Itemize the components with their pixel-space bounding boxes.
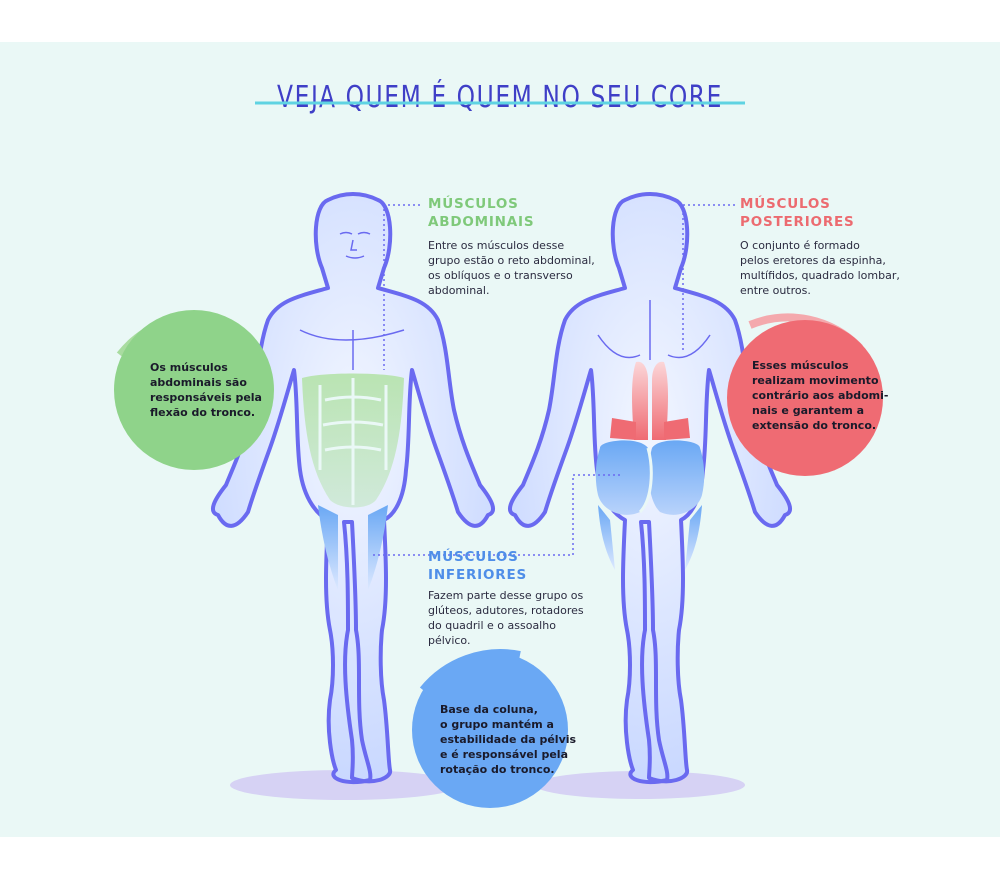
abdominal-bubble-line: abdominais são [150, 376, 247, 389]
inferior-leader-line-back [420, 474, 620, 556]
inferior-description-line: Fazem parte desse grupo os [428, 589, 584, 602]
posterior-bubble-line: contrário aos abdomi- [752, 389, 889, 402]
abdominal-heading-line2: ABDOMINAIS [428, 214, 535, 230]
abdominal-leader-line [383, 204, 420, 370]
inferior-heading-line1: MÚSCULOS [428, 549, 519, 565]
inferior-description: Fazem parte desse grupo os glúteos, adut… [428, 588, 584, 648]
back-figure-shadow [535, 771, 745, 799]
inferior-bubble-line: o grupo mantém a [440, 718, 554, 731]
abdominal-bubble-line: responsáveis pela [150, 391, 262, 404]
posterior-heading: MÚSCULOS POSTERIORES [740, 195, 855, 231]
abdominal-bubble-line: flexão do tronco. [150, 406, 256, 419]
leader-lines [370, 204, 735, 556]
inferior-description-line: glúteos, adutores, rotadores [428, 604, 584, 617]
inferior-bubble-line: rotação do tronco. [440, 763, 555, 776]
posterior-bubble-text: Esses músculos realizam movimento contrá… [752, 358, 888, 433]
abdominal-description: Entre os músculos desse grupo estão o re… [428, 238, 595, 298]
posterior-description-line: pelos eretores da espinha, [740, 254, 886, 267]
inferior-bubble-line: estabilidade da pélvis [440, 733, 577, 746]
erector-spinae-muscles [610, 361, 690, 440]
abdominal-description-line: os oblíquos e o transverso [428, 269, 573, 282]
abdominal-description-line: grupo estão o reto abdominal, [428, 254, 595, 267]
inferior-bubble-line: e é responsável pela [440, 748, 569, 761]
posterior-bubble-line: Esses músculos [752, 359, 849, 372]
abdominal-description-line: Entre os músculos desse [428, 239, 565, 252]
posterior-info-bubble [727, 313, 883, 476]
inferior-description-line: do quadril e o assoalho [428, 619, 556, 632]
abdominal-bubble-text: Os músculos abdominais são responsáveis … [150, 360, 262, 420]
back-hip-rotator-right [685, 505, 702, 570]
posterior-leader-line [682, 204, 735, 350]
abdominal-muscles [302, 373, 404, 508]
posterior-description-line: O conjunto é formado [740, 239, 860, 252]
abdominal-description-line: abdominal. [428, 284, 490, 297]
front-adductor-left [318, 505, 338, 590]
posterior-description-line: multífidos, quadrado lombar, [740, 269, 900, 282]
posterior-heading-line2: POSTERIORES [740, 214, 855, 230]
front-figure-shadow [230, 770, 460, 800]
front-face-details [299, 231, 405, 370]
posterior-heading-line1: MÚSCULOS [740, 196, 831, 212]
abdominal-heading-line1: MÚSCULOS [428, 196, 519, 212]
inferior-heading-line2: INFERIORES [428, 567, 527, 583]
posterior-bubble-line: nais e garantem a [752, 404, 865, 417]
inferior-bubble-text: Base da coluna, o grupo mantém a estabil… [440, 702, 576, 777]
inferior-bubble-line: Base da coluna, [440, 703, 538, 716]
posterior-bubble-line: extensão do tronco. [752, 419, 877, 432]
inferior-description-line: pélvico. [428, 634, 471, 647]
page-title: VEJA QUEM É QUEM NO SEU CORE [277, 80, 723, 115]
posterior-bubble-line: realizam movimento [752, 374, 879, 387]
inferior-info-bubble [412, 649, 568, 808]
abdominal-bubble-line: Os músculos [150, 361, 228, 374]
inferior-heading: MÚSCULOS INFERIORES [428, 548, 527, 584]
gluteal-muscles [595, 440, 705, 515]
back-hip-rotator-left [598, 505, 615, 570]
abdominal-info-bubble [114, 310, 274, 470]
posterior-description-line: entre outros. [740, 284, 811, 297]
abdominal-heading: MÚSCULOS ABDOMINAIS [428, 195, 534, 231]
back-contours [597, 300, 711, 360]
front-adductor-right [368, 505, 388, 590]
posterior-description: O conjunto é formado pelos eretores da e… [740, 238, 900, 298]
